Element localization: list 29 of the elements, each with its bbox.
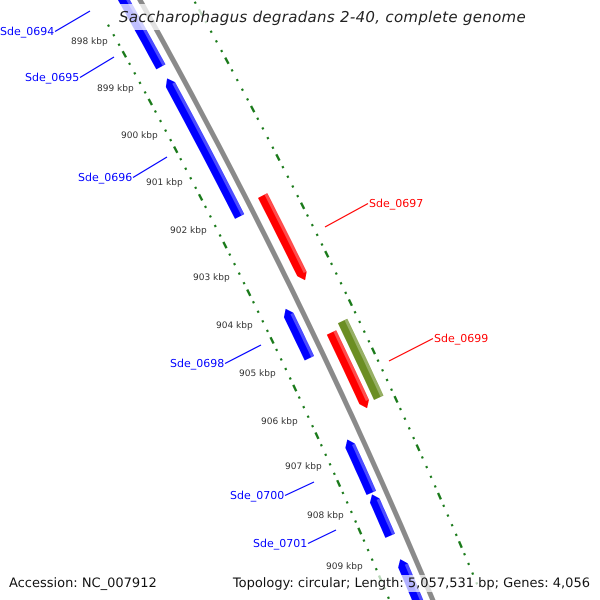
leader-line <box>224 344 262 364</box>
gene-label: Sde_0700 <box>230 490 284 501</box>
leader-line <box>388 338 434 362</box>
scale-label: 900 kbp <box>121 132 158 141</box>
leader-line <box>324 202 368 228</box>
scale-label: 903 kbp <box>193 274 230 283</box>
gene-label: Sde_0697 <box>369 198 424 209</box>
scale-label: 899 kbp <box>97 85 134 94</box>
leader-line <box>308 529 336 544</box>
gene-label: Sde_0701 <box>253 538 308 549</box>
gene-label: Sde_0698 <box>170 358 224 369</box>
scale-label: 905 kbp <box>239 370 276 379</box>
scale-label: 908 kbp <box>307 512 344 521</box>
leader-line <box>54 10 90 32</box>
leader-line <box>132 156 168 178</box>
scale-label: 902 kbp <box>170 227 207 236</box>
leader-line <box>80 56 114 78</box>
scale-label: 904 kbp <box>216 322 253 331</box>
scale-label: 906 kbp <box>261 418 298 427</box>
info-text: Topology: circular; Length: 5,057,531 bp; Genes: 4,056 <box>230 575 592 592</box>
gene-label: Sde_0694 <box>0 26 54 37</box>
scale-label: 907 kbp <box>285 463 322 472</box>
gene-label: Sde_0699 <box>434 333 488 344</box>
leader-line <box>284 481 314 496</box>
scale-label: 898 kbp <box>71 38 108 47</box>
scale-label: 909 kbp <box>326 563 363 572</box>
scale-label: 901 kbp <box>146 179 183 188</box>
gene-label: Sde_0695 <box>25 72 80 83</box>
gene-label: Sde_0696 <box>78 172 132 183</box>
